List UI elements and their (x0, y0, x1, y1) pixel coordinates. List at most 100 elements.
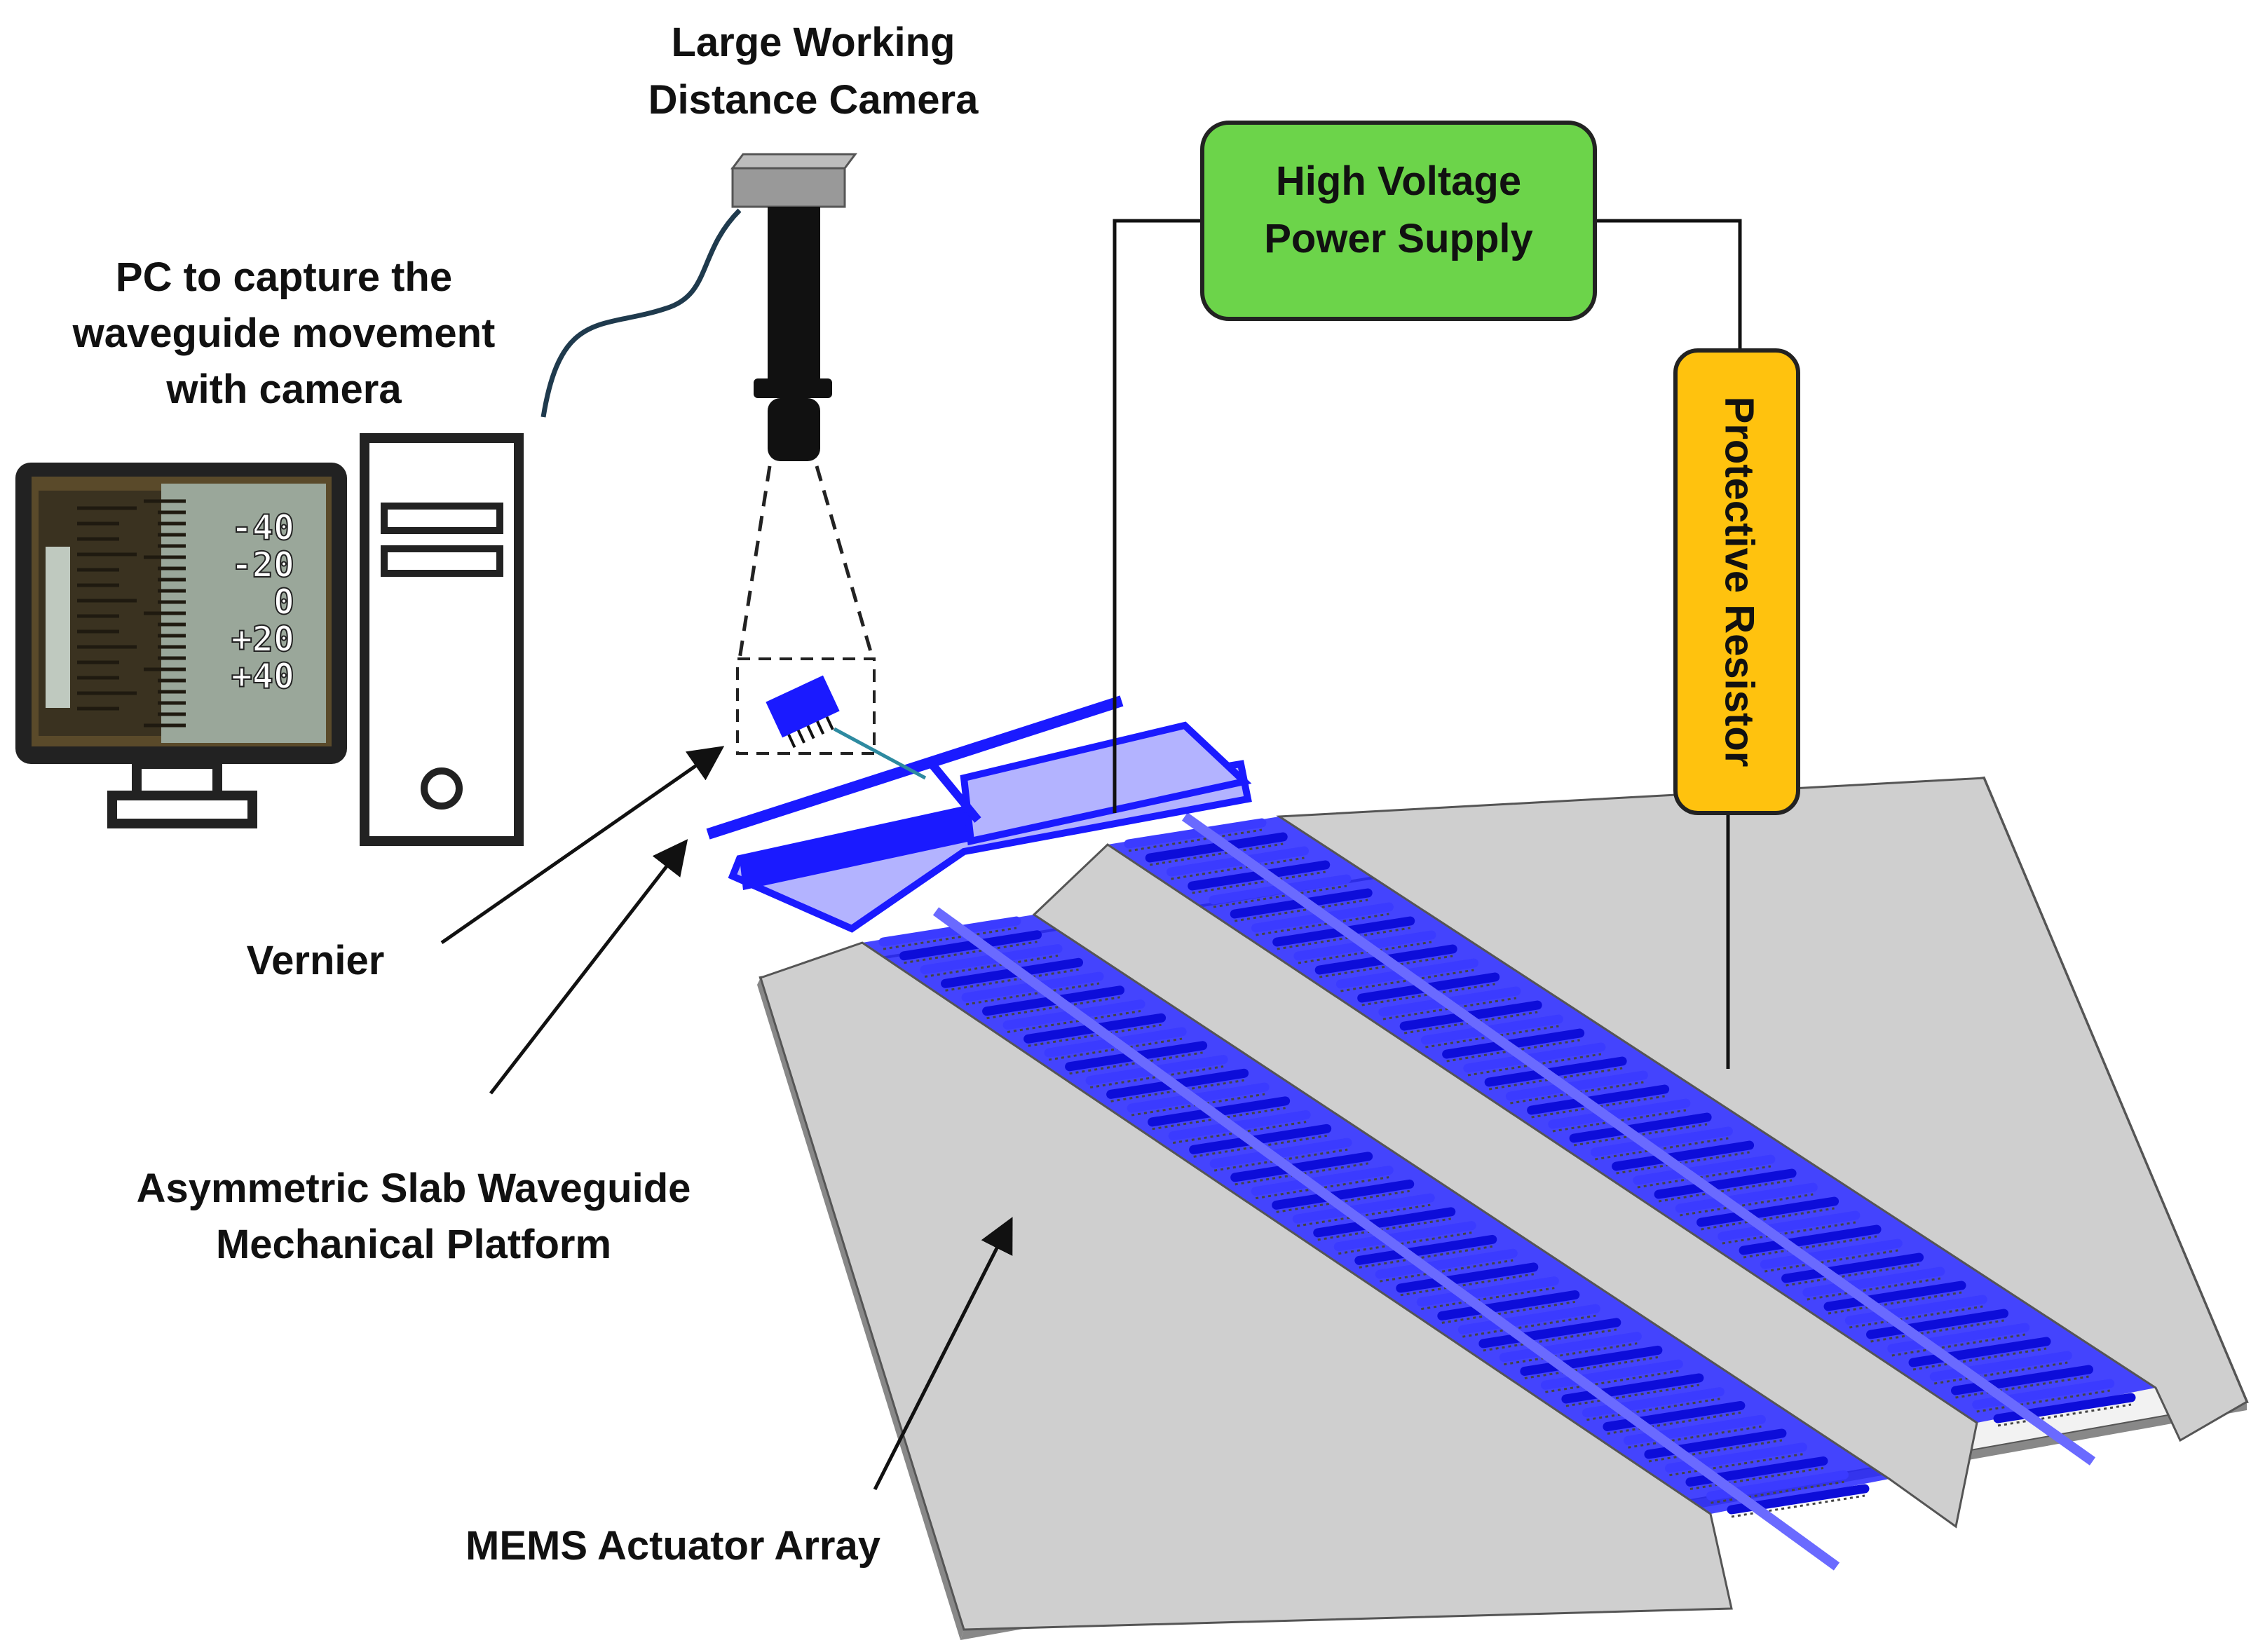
camera-body-top (730, 153, 857, 170)
mems-label: MEMS Actuator Array (465, 1523, 880, 1569)
actuator-comb-right (1908, 1337, 2051, 1367)
screen-scale-ticks (77, 499, 186, 728)
camera-body (731, 167, 846, 208)
camera-ring (754, 378, 832, 398)
actuator-comb-right (1505, 1070, 1648, 1101)
actuator-comb-right (1124, 818, 1267, 849)
fov-line-right (815, 465, 875, 660)
screen-bright-strip (46, 547, 70, 708)
actuator-comb-right (1569, 1112, 1712, 1143)
actuator-comb-right (1972, 1379, 2115, 1409)
actuator-comb-right (1612, 1140, 1755, 1171)
waveguide-platform (706, 695, 1252, 933)
actuator-comb-left (1375, 1248, 1518, 1279)
actuator-comb-left (1396, 1262, 1539, 1293)
rail-center (1032, 843, 1978, 1529)
actuator-comb-right (1675, 1182, 1818, 1213)
resistor-label: Protective Resistor (1717, 397, 1762, 767)
actuator-comb-left (1437, 1290, 1580, 1320)
fov-frame (736, 657, 876, 755)
pc-label-line2: waveguide movement (72, 310, 496, 356)
actuator-comb-right (1548, 1098, 1691, 1129)
actuator-comb-right (1823, 1281, 1966, 1311)
actuator-comb-right (1696, 1196, 1839, 1227)
rail-right (1276, 777, 2248, 1442)
actuator-comb-right (1802, 1267, 1945, 1297)
actuator-comb-left (1354, 1234, 1497, 1265)
resistor-box (1673, 348, 1800, 815)
screen-scale-number: +40 (231, 656, 294, 697)
actuator-comb-left (1520, 1345, 1663, 1376)
camera-label-line1: Large Working (672, 20, 956, 65)
actuator-comb-left (1230, 1152, 1373, 1182)
actuator-comb-left (878, 916, 1021, 947)
actuator-comb-left (1623, 1414, 1766, 1445)
actuator-comb-right (1166, 846, 1309, 877)
actuator-comb-left (1561, 1373, 1704, 1404)
protective-resistor: Protective Resistor (1673, 348, 1800, 815)
actuator-comb-left (1540, 1359, 1683, 1390)
actuator-comb-left (1457, 1304, 1600, 1334)
pc-label-line3: with camera (165, 367, 402, 412)
waveguide-label-line1: Asymmetric Slab Waveguide (137, 1166, 691, 1211)
vernier-inset (766, 675, 840, 749)
rail-left (759, 941, 1733, 1631)
spine-left (932, 907, 1840, 1571)
power-supply-box (1200, 121, 1597, 321)
power-supply-label-line2: Power Supply (1264, 216, 1533, 261)
tower-power-button (421, 767, 463, 810)
actuator-comb-right (1463, 1042, 1606, 1073)
platform-dark-left (740, 810, 971, 890)
waveguide-label-line2: Mechanical Platform (216, 1222, 611, 1267)
screen-scale-number: 0 (273, 582, 294, 622)
power-supply-label-line1: High Voltage (1276, 158, 1521, 204)
actuator-comb-left (920, 944, 1063, 975)
vernier-fiber (833, 727, 927, 780)
tower-drive-2 (381, 545, 503, 577)
spine-right (1181, 812, 2096, 1466)
fov-line-left (737, 465, 772, 660)
wiring (1113, 219, 1742, 1069)
screen-scale-number: -40 (231, 507, 294, 548)
actuator-comb-left (1168, 1110, 1311, 1141)
camera-lens (768, 398, 820, 461)
actuator-comb-left (1272, 1179, 1415, 1210)
actuator-comb-right (1866, 1309, 2009, 1339)
mems-actuator-array (757, 776, 2249, 1640)
platform-stem (925, 758, 981, 823)
actuator-comb-right (1590, 1126, 1733, 1157)
actuator-comb-left (899, 930, 1042, 961)
wire-supply-to-platform (1113, 219, 1202, 813)
chip-base-edge (757, 978, 964, 1640)
high-voltage-power-supply: High Voltage Power Supply (1200, 121, 1597, 321)
actuator-comb-left (1478, 1318, 1621, 1349)
actuator-comb-right (1718, 1210, 1861, 1241)
actuator-comb-left (1313, 1207, 1456, 1238)
actuator-band-left (862, 915, 1889, 1514)
camera-barrel (768, 207, 820, 378)
wire-supply-to-resistor (1595, 219, 1742, 354)
arrow-waveguide (489, 839, 688, 1095)
actuator-comb-left (1603, 1400, 1746, 1431)
actuator-comb-left (1209, 1138, 1352, 1168)
actuator-comb-right (1951, 1365, 2094, 1395)
arrow-mems (873, 1217, 1013, 1491)
monitor-icon: -40-200+20+40 (15, 463, 347, 828)
actuator-comb-left (1292, 1193, 1435, 1224)
vernier-label: Vernier (247, 938, 385, 983)
actuator-comb-right (1760, 1238, 1903, 1269)
actuator-comb-right (1781, 1252, 1924, 1283)
platform-light-upper (960, 721, 1252, 846)
screen-scale-number: -20 (231, 545, 294, 585)
pc-label-line1: PC to capture the (116, 254, 452, 300)
camera-cable (540, 208, 742, 418)
tower-drive-1 (381, 503, 503, 534)
actuator-comb-right (1527, 1084, 1670, 1115)
actuator-comb-left (1416, 1276, 1559, 1307)
monitor-stand (107, 791, 257, 828)
actuator-comb-right (1654, 1168, 1797, 1199)
actuator-comb-right (1442, 1028, 1585, 1059)
actuator-comb-left (1582, 1387, 1725, 1418)
callout-arrows (440, 746, 1013, 1491)
